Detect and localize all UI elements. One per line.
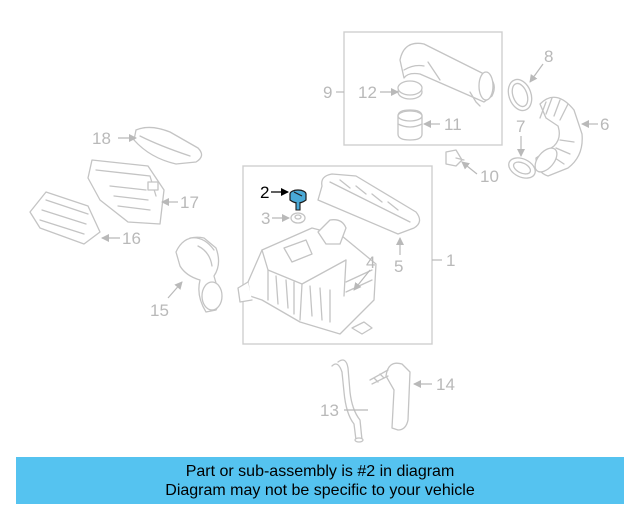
callout-5: 5 xyxy=(394,257,403,276)
callout-15: 15 xyxy=(150,301,169,320)
part-5-filter xyxy=(317,173,421,235)
info-banner: Part or sub-assembly is #2 in diagram Di… xyxy=(16,457,624,504)
callout-13: 13 xyxy=(320,401,339,420)
callout-8: 8 xyxy=(544,47,553,66)
callout-1: 1 xyxy=(446,251,455,270)
part-11-grommet xyxy=(397,109,423,141)
part-3-washer xyxy=(290,212,306,224)
part-17-duct xyxy=(87,159,165,225)
callout-17: 17 xyxy=(180,193,199,212)
part-15-elbow-hose xyxy=(175,236,223,313)
callout-numbers: 1 2 3 4 5 6 7 8 9 10 11 12 13 14 15 16 1… xyxy=(92,47,609,420)
callout-12: 12 xyxy=(358,83,377,102)
leader-4 xyxy=(353,269,371,291)
banner-line-1: Part or sub-assembly is #2 in diagram xyxy=(185,462,455,480)
callout-18: 18 xyxy=(92,129,111,148)
callout-16: 16 xyxy=(122,229,141,248)
callout-10: 10 xyxy=(480,167,499,186)
callout-9: 9 xyxy=(323,83,332,102)
part-6-hose xyxy=(534,96,583,177)
group-box-intake-pipe xyxy=(343,31,503,146)
group-box-air-cleaner xyxy=(242,165,433,345)
part-13-hose xyxy=(331,359,364,443)
part-16-inlet xyxy=(29,191,101,245)
part-10-sensor xyxy=(445,149,465,167)
leader-15 xyxy=(167,281,183,299)
callout-7: 7 xyxy=(516,117,525,136)
callout-3: 3 xyxy=(261,209,270,228)
callout-11: 11 xyxy=(444,115,462,134)
leader-8 xyxy=(529,63,544,83)
banner-line-2: Diagram may not be specific to your vehi… xyxy=(165,481,475,499)
part-8-clamp xyxy=(507,78,533,112)
callout-4: 4 xyxy=(366,253,375,272)
callout-6: 6 xyxy=(600,115,609,134)
leader-10 xyxy=(461,161,478,175)
part-12-clamp xyxy=(397,80,423,100)
part-18-cover xyxy=(133,126,203,165)
callout-2: 2 xyxy=(260,183,269,202)
callout-14: 14 xyxy=(436,375,455,394)
part-7-clamp xyxy=(508,157,536,179)
part-14-pipe xyxy=(369,362,411,431)
part-9-intake-pipe xyxy=(399,42,495,107)
part-4-air-cleaner-body xyxy=(237,219,377,335)
part-2-screw xyxy=(289,189,307,211)
leader-lines xyxy=(101,63,598,411)
